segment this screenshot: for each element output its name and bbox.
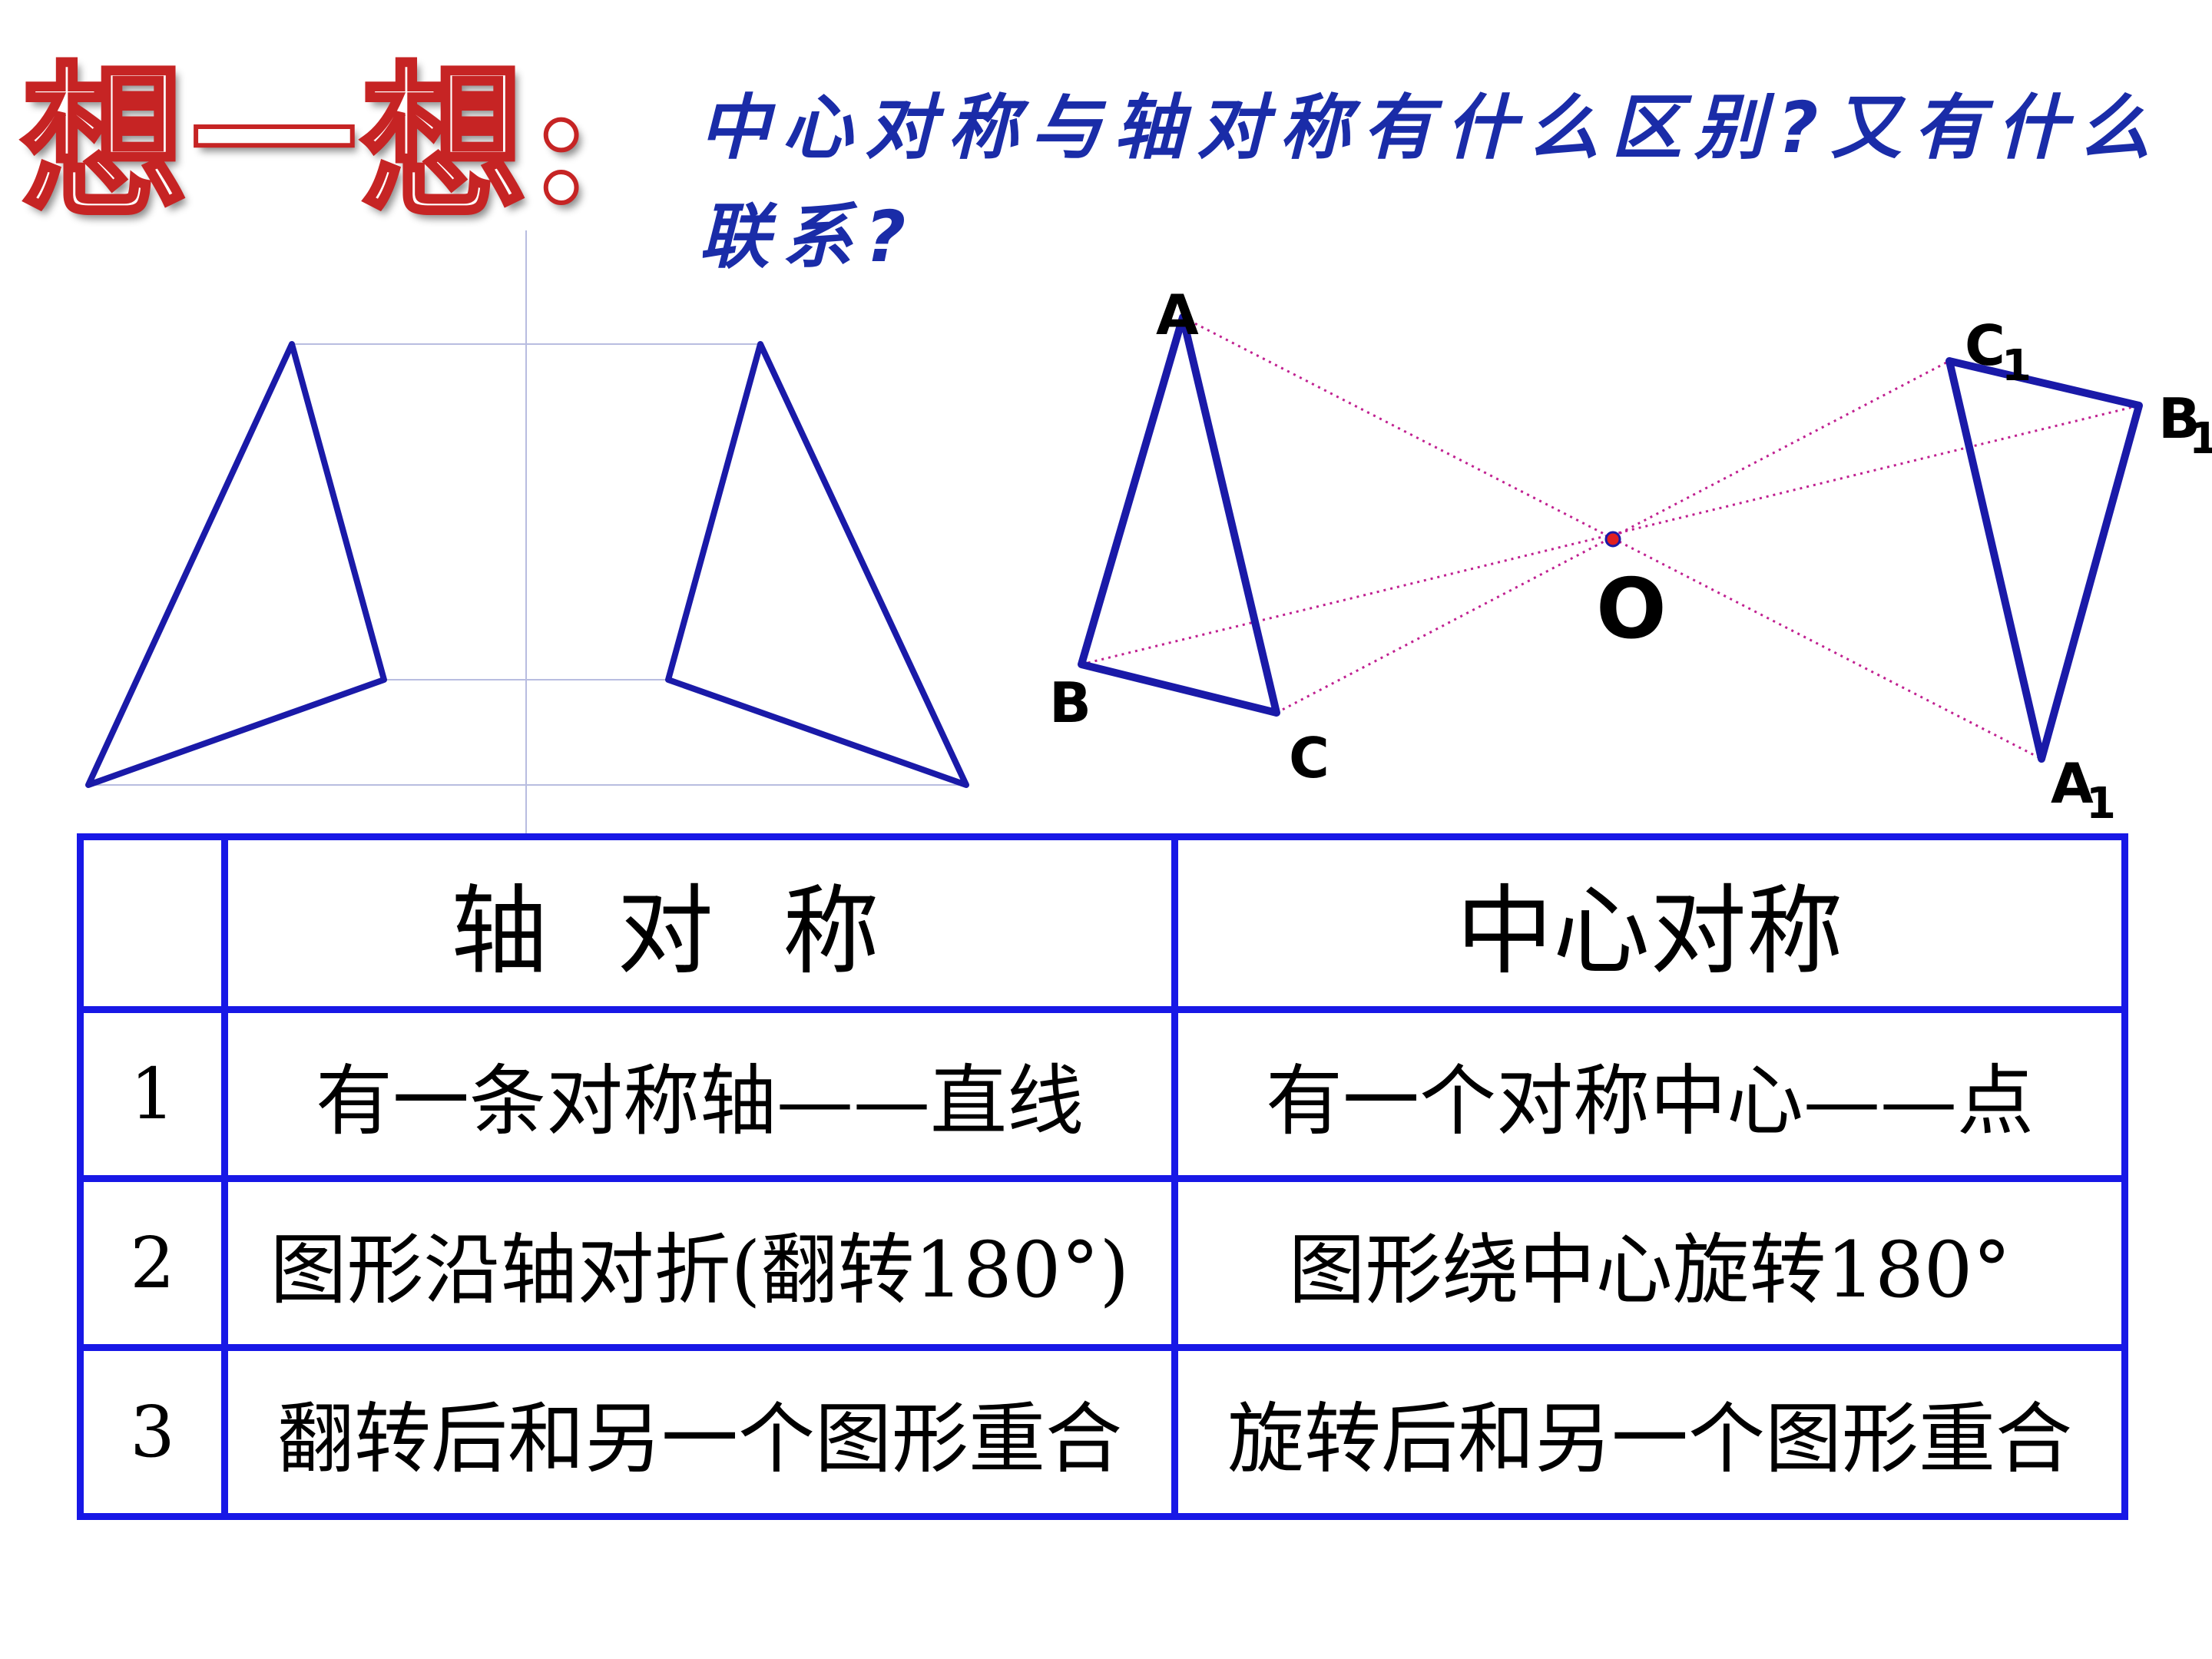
axial-guide-lines <box>88 230 968 837</box>
label-b1: B <box>2158 386 2200 451</box>
header-axial-symmetry: 轴对称 <box>221 833 1178 1013</box>
geometry-figures: A B C O C 1 B 1 A 1 <box>85 230 2212 837</box>
triangle-abc <box>1078 313 1280 717</box>
row-number: 1 <box>77 1006 228 1182</box>
center-point-o <box>1604 531 1621 548</box>
header-empty-cell <box>77 833 228 1013</box>
table-row: 1 有一条对称轴——直线 有一个对称中心——点 <box>77 1006 2128 1182</box>
axial-cell: 翻转后和另一个图形重合 <box>221 1344 1178 1520</box>
axial-cell: 图形沿轴对折(翻转180°) <box>221 1175 1178 1351</box>
triangle-a1b1c1 <box>1945 357 2143 763</box>
question-text: 中心对称与轴对称有什么区别?又有什么联系? <box>699 87 2163 278</box>
table-row: 2 图形沿轴对折(翻转180°) 图形绕中心旋转180° <box>77 1175 2128 1351</box>
row-number: 2 <box>77 1175 228 1351</box>
label-b: B <box>1049 671 1091 735</box>
label-c1: C <box>1965 313 2005 378</box>
axial-triangle-right <box>665 341 969 788</box>
central-cell: 有一个对称中心——点 <box>1171 1006 2128 1182</box>
label-a1: A <box>2051 751 2094 816</box>
slide-title: 想一想: <box>19 45 597 240</box>
label-b1-subscript: 1 <box>2189 414 2212 464</box>
header-central-symmetry: 中心对称 <box>1171 833 2128 1013</box>
label-o: O <box>1596 561 1667 657</box>
central-cell: 旋转后和另一个图形重合 <box>1171 1344 2128 1520</box>
central-cell: 图形绕中心旋转180° <box>1171 1175 2128 1351</box>
row-number: 3 <box>77 1344 228 1520</box>
label-c: C <box>1289 726 1330 790</box>
label-a1-subscript: 1 <box>2086 779 2116 829</box>
label-a: A <box>1156 283 1199 347</box>
table-header-row: 轴对称 中心对称 <box>77 833 2128 1013</box>
axial-triangle-left <box>85 341 387 788</box>
axial-cell: 有一条对称轴——直线 <box>221 1006 1178 1182</box>
comparison-table: 轴对称 中心对称 1 有一条对称轴——直线 有一个对称中心——点 2 图形沿轴对… <box>77 833 2128 1520</box>
table-row: 3 翻转后和另一个图形重合 旋转后和另一个图形重合 <box>77 1344 2128 1520</box>
label-c1-subscript: 1 <box>2002 341 2032 391</box>
